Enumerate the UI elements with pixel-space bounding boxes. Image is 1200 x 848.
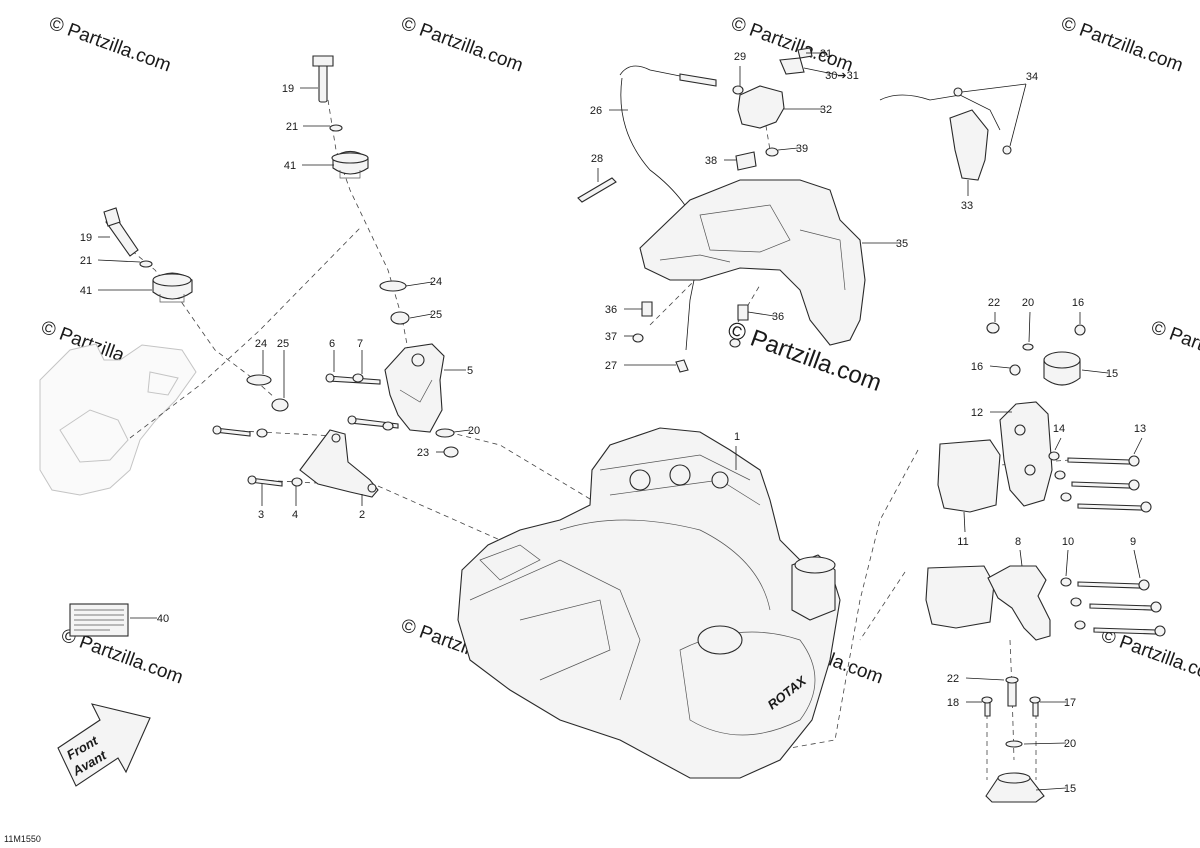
callout-c34: 34 bbox=[1026, 71, 1038, 83]
harness-bracket-33 bbox=[879, 87, 1012, 181]
watermark-text: © Partzilla.com bbox=[46, 13, 173, 77]
callout-c16a: 16 bbox=[1072, 297, 1084, 309]
callout-c5: 5 bbox=[467, 365, 473, 377]
washer-20-nut-23 bbox=[435, 428, 459, 458]
callout-c26: 26 bbox=[590, 105, 602, 117]
bracket-8 bbox=[987, 565, 1051, 641]
callout-c22b: 22 bbox=[947, 673, 959, 685]
lower-mount-15-hardware bbox=[981, 676, 1045, 803]
callout-c27: 27 bbox=[605, 360, 617, 372]
callout-c13: 13 bbox=[1134, 423, 1146, 435]
diagram-code: 11M1550 bbox=[4, 834, 41, 844]
callout-c16b: 16 bbox=[971, 361, 983, 373]
bracket-2 bbox=[299, 429, 379, 498]
callout-c7: 7 bbox=[357, 338, 363, 350]
callout-c41b: 41 bbox=[80, 285, 92, 297]
callout-c37: 37 bbox=[605, 331, 617, 343]
bracket-5 bbox=[384, 343, 445, 433]
callout-c40: 40 bbox=[157, 613, 169, 625]
warning-decal bbox=[69, 603, 129, 637]
callout-c12: 12 bbox=[971, 407, 983, 419]
callout-c17: 17 bbox=[1064, 697, 1076, 709]
callout-c36a: 36 bbox=[605, 304, 617, 316]
callout-c3: 3 bbox=[258, 509, 264, 521]
callout-c41a: 41 bbox=[284, 160, 296, 172]
bolts-6-7 bbox=[325, 373, 399, 431]
frame-bracket-ghost bbox=[39, 343, 197, 496]
callout-c8: 8 bbox=[1015, 536, 1021, 548]
spacer-11 bbox=[925, 439, 1001, 629]
callout-c1: 1 bbox=[734, 431, 740, 443]
watermark-text: © Partzilla.com bbox=[1058, 13, 1185, 77]
callout-c18: 18 bbox=[947, 697, 959, 709]
washer-nut-stack-left bbox=[246, 374, 289, 412]
callout-c30: 30➔31 bbox=[825, 70, 859, 82]
callout-c20b: 20 bbox=[1022, 297, 1034, 309]
callout-c20c: 20 bbox=[1064, 738, 1076, 750]
sensor-bracket-32 bbox=[732, 47, 813, 129]
callout-c15a: 15 bbox=[1106, 368, 1118, 380]
bolts-3-washers-4 bbox=[212, 425, 303, 487]
callout-c24b: 24 bbox=[255, 338, 267, 350]
callout-c38: 38 bbox=[705, 155, 717, 167]
callout-c35: 35 bbox=[896, 238, 908, 250]
callout-c21a: 21 bbox=[286, 121, 298, 133]
callout-c19a: 19 bbox=[282, 83, 294, 95]
callout-c29: 29 bbox=[734, 51, 746, 63]
callout-c25b: 25 bbox=[277, 338, 289, 350]
brand-watermark: © Partzilla.com bbox=[724, 316, 885, 397]
bolts-13-washers-14 bbox=[1048, 451, 1152, 513]
callout-c33: 33 bbox=[961, 200, 973, 212]
callout-c23: 23 bbox=[417, 447, 429, 459]
callout-c4: 4 bbox=[292, 509, 298, 521]
callout-c2: 2 bbox=[359, 509, 365, 521]
callout-c31a: 31 bbox=[820, 48, 832, 60]
engine-mount-lower-left bbox=[103, 207, 193, 303]
clips-36-37 bbox=[632, 301, 749, 373]
watermark-text: © Partzilla.com bbox=[1098, 625, 1200, 689]
engine-mount-upper bbox=[312, 55, 369, 179]
callout-c36b: 36 bbox=[772, 311, 784, 323]
callout-c14: 14 bbox=[1053, 423, 1065, 435]
bracket-12 bbox=[999, 401, 1053, 507]
strap-28 bbox=[577, 177, 617, 203]
front-direction-arrow: Front Avant bbox=[57, 703, 151, 787]
callout-c22a: 22 bbox=[988, 297, 1000, 309]
callout-c21b: 21 bbox=[80, 255, 92, 267]
callout-c19b: 19 bbox=[80, 232, 92, 244]
support-bracket-35 bbox=[639, 179, 866, 346]
callout-c24a: 24 bbox=[430, 276, 442, 288]
watermark-text: © Partzilla.com bbox=[398, 13, 525, 77]
callout-c15b: 15 bbox=[1064, 783, 1076, 795]
callout-c10: 10 bbox=[1062, 536, 1074, 548]
callout-c28: 28 bbox=[591, 153, 603, 165]
washer-nut-stack-upper bbox=[379, 280, 410, 325]
mount-15-upper bbox=[986, 322, 1086, 386]
callout-c39: 39 bbox=[796, 143, 808, 155]
leader-lines bbox=[97, 52, 1143, 791]
callout-c32: 32 bbox=[820, 104, 832, 116]
callout-c20a: 20 bbox=[468, 425, 480, 437]
watermark-text: © Partzilla.com bbox=[1148, 317, 1200, 381]
clip-38-screw-39 bbox=[735, 147, 779, 171]
engine-assembly: ROTAX bbox=[457, 427, 841, 779]
callout-c6: 6 bbox=[329, 338, 335, 350]
callout-c9: 9 bbox=[1130, 536, 1136, 548]
bolts-9-washers-10 bbox=[1060, 577, 1166, 637]
callout-c11: 11 bbox=[957, 536, 968, 548]
callout-c25a: 25 bbox=[430, 309, 442, 321]
